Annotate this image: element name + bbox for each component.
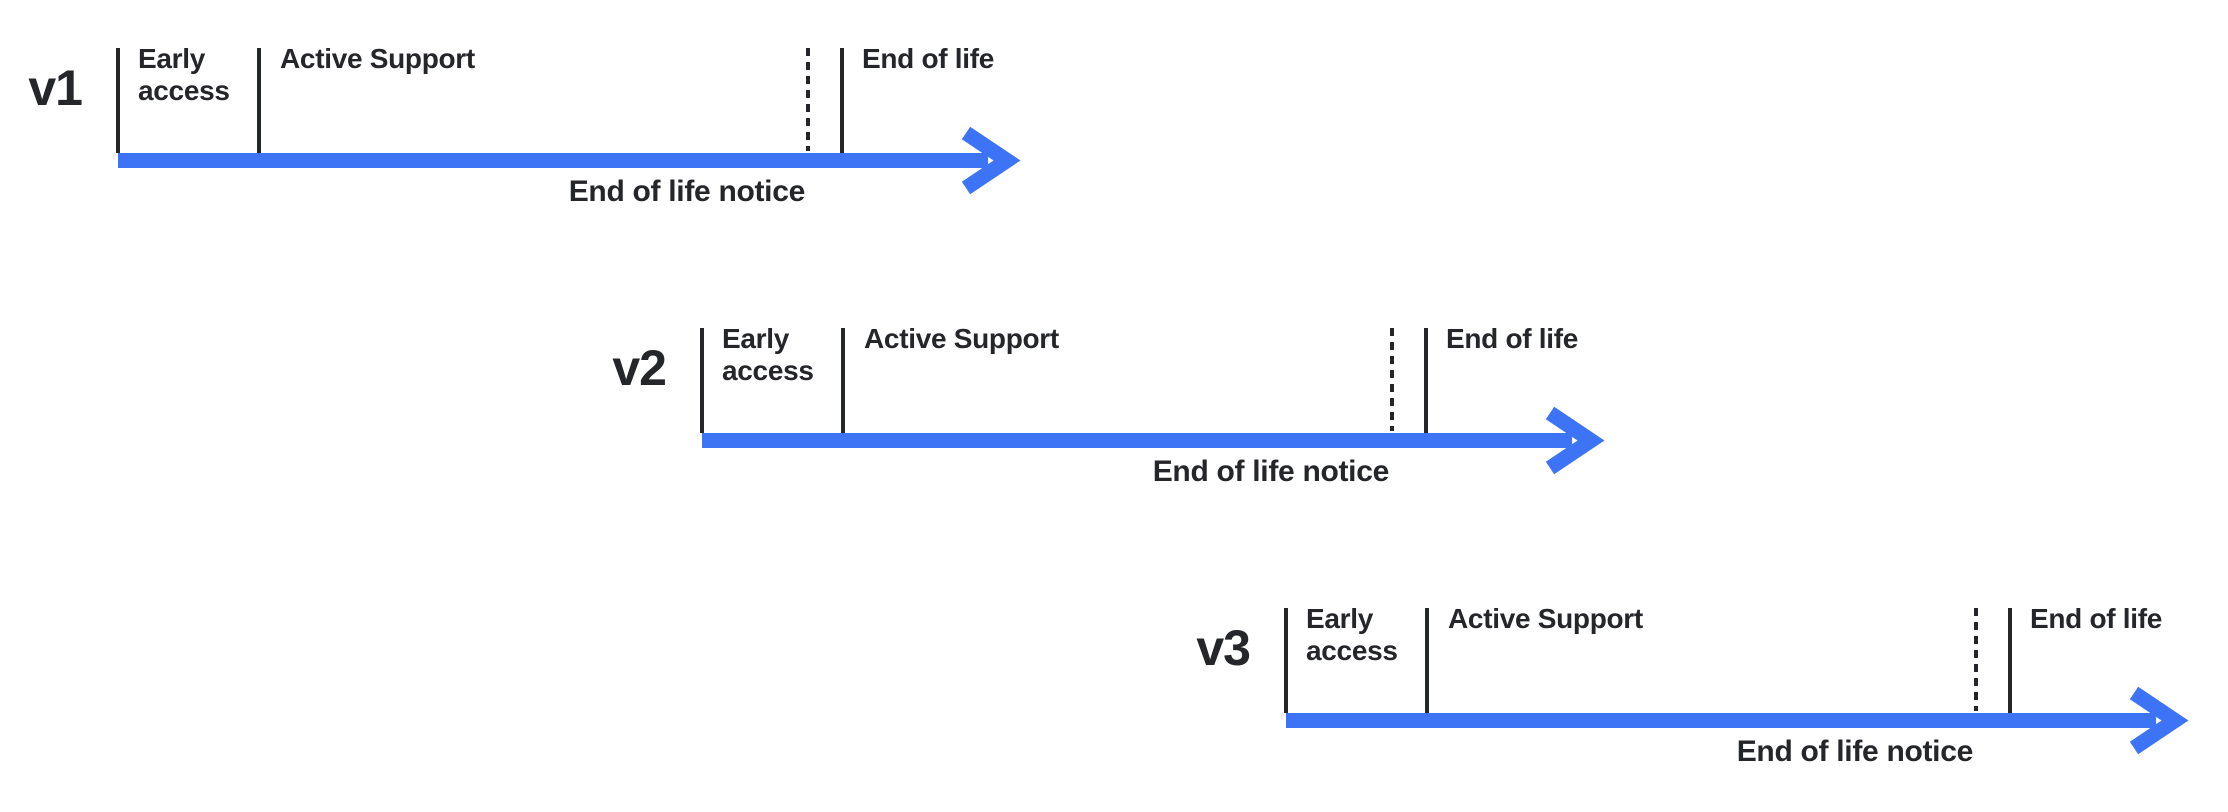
eol-notice-label: End of life notice: [1152, 455, 1390, 488]
active-support-start-tick: [1425, 608, 1429, 713]
active-support-label: Active Support: [280, 43, 475, 74]
early-access-start-tick: [116, 48, 120, 153]
early-access-label: Early access: [138, 43, 230, 106]
eol-notice-label: End of life notice: [1736, 735, 1974, 768]
eol-notice-dashed-line: [1974, 608, 1978, 711]
version-label: v3: [1196, 620, 1251, 676]
timeline-arrow-shaft: [1286, 713, 2156, 728]
active-support-label: Active Support: [1448, 603, 1643, 634]
eol-notice-label: End of life notice: [568, 175, 806, 208]
eol-notice-dashed-line: [1390, 328, 1394, 431]
end-of-life-label: End of life: [862, 43, 995, 74]
early-access-label: Early access: [722, 323, 814, 386]
end-of-life-tick: [1424, 328, 1428, 433]
arrow-right-icon: [1545, 406, 1605, 475]
early-access-label: Early access: [1306, 603, 1398, 666]
end-of-life-label: End of life: [1446, 323, 1579, 354]
end-of-life-tick: [840, 48, 844, 153]
timeline-v3: v3 Early access Active Support End of li…: [1186, 603, 2206, 777]
arrow-right-icon: [2129, 686, 2189, 755]
active-support-start-tick: [257, 48, 261, 153]
end-of-life-label: End of life: [2030, 603, 2163, 634]
version-label: v2: [612, 340, 667, 396]
version-label: v1: [28, 60, 83, 116]
active-support-label: Active Support: [864, 323, 1059, 354]
end-of-life-tick: [2008, 608, 2012, 713]
early-access-start-tick: [1284, 608, 1288, 713]
timeline-arrow-shaft: [118, 153, 988, 168]
timeline-v2: v2 Early access Active Support End of li…: [602, 323, 1622, 497]
active-support-start-tick: [841, 328, 845, 433]
early-access-start-tick: [700, 328, 704, 433]
arrow-right-icon: [961, 126, 1021, 195]
eol-notice-dashed-line: [806, 48, 810, 151]
timeline-v1: v1 Early access Active Support End of li…: [18, 43, 1038, 217]
timeline-arrow-shaft: [702, 433, 1572, 448]
